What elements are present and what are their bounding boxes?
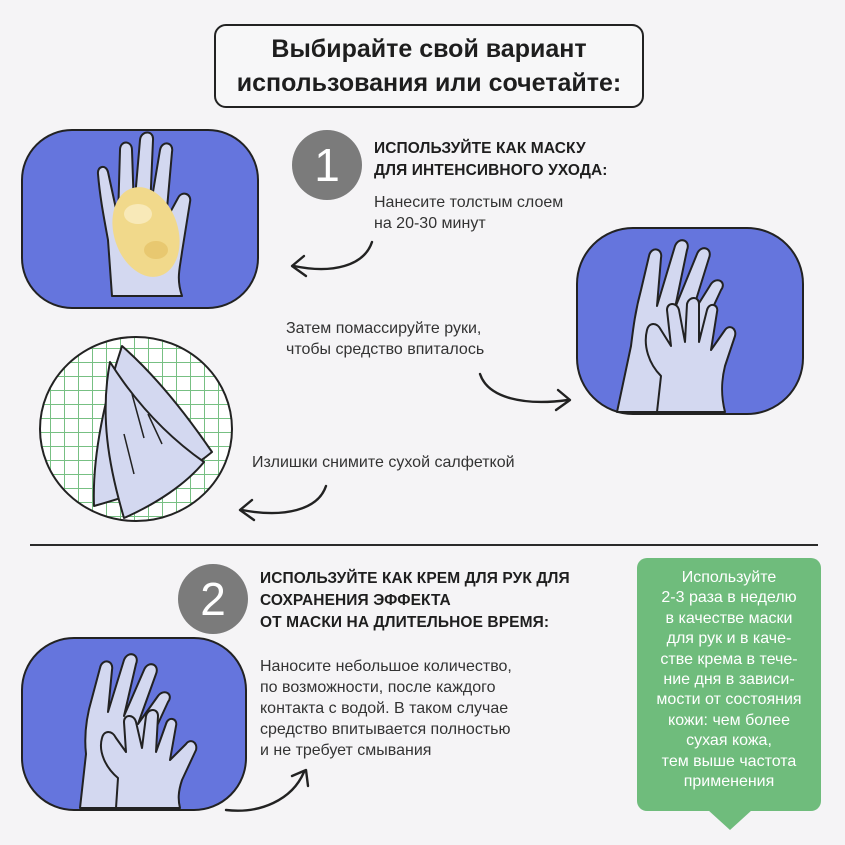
massage-instruction: Затем помассируйте руки, чтобы средство … xyxy=(286,320,485,358)
hand-front-icon xyxy=(644,297,737,413)
title-box: Выбирайте свой вариант использования или… xyxy=(214,24,644,108)
step-2-instruction: Наносите небольшое количество, по возмож… xyxy=(260,658,512,759)
step-2-heading: ИСПОЛЬЗУЙТЕ КАК КРЕМ ДЛЯ РУК ДЛЯ СОХРАНЕ… xyxy=(260,570,570,631)
hand-cream-illustration xyxy=(21,637,247,811)
massage-hands-illustration xyxy=(576,227,804,415)
arrow-up-right-icon xyxy=(224,768,310,812)
napkin-icon xyxy=(92,345,213,519)
arrow-right-icon xyxy=(478,372,572,412)
title-line-1: Выбирайте свой вариант xyxy=(271,35,587,63)
napkin-illustration xyxy=(39,336,233,522)
usage-tip-bubble-tail xyxy=(708,810,752,830)
arrow-left-icon xyxy=(290,240,374,278)
cream-dollop-icon xyxy=(112,187,180,277)
cream-on-palm-illustration xyxy=(21,129,259,309)
step-2-number: 2 xyxy=(178,564,248,634)
title-line-2: использования или сочетайте: xyxy=(236,69,622,97)
step-1-heading-line-2: ДЛЯ ИНТЕНСИВНОГО УХОДА: xyxy=(374,162,608,179)
wipe-instruction: Излишки снимите сухой салфеткой xyxy=(252,454,515,471)
section-divider xyxy=(30,544,818,546)
step-1-heading-line-1: ИСПОЛЬЗУЙТЕ КАК МАСКУ xyxy=(374,140,586,157)
hand-front-icon xyxy=(100,709,198,809)
step-1-number: 1 xyxy=(292,130,362,200)
arrow-left-icon xyxy=(238,484,328,522)
usage-tip-bubble: Используйте 2-3 раза в неделю в качестве… xyxy=(637,558,821,811)
step-1-instruction: Нанесите толстым слоем на 20-30 минут xyxy=(374,194,564,232)
step-1-heading: ИСПОЛЬЗУЙТЕ КАК МАСКУ ДЛЯ ИНТЕНСИВНОГО У… xyxy=(374,138,608,182)
